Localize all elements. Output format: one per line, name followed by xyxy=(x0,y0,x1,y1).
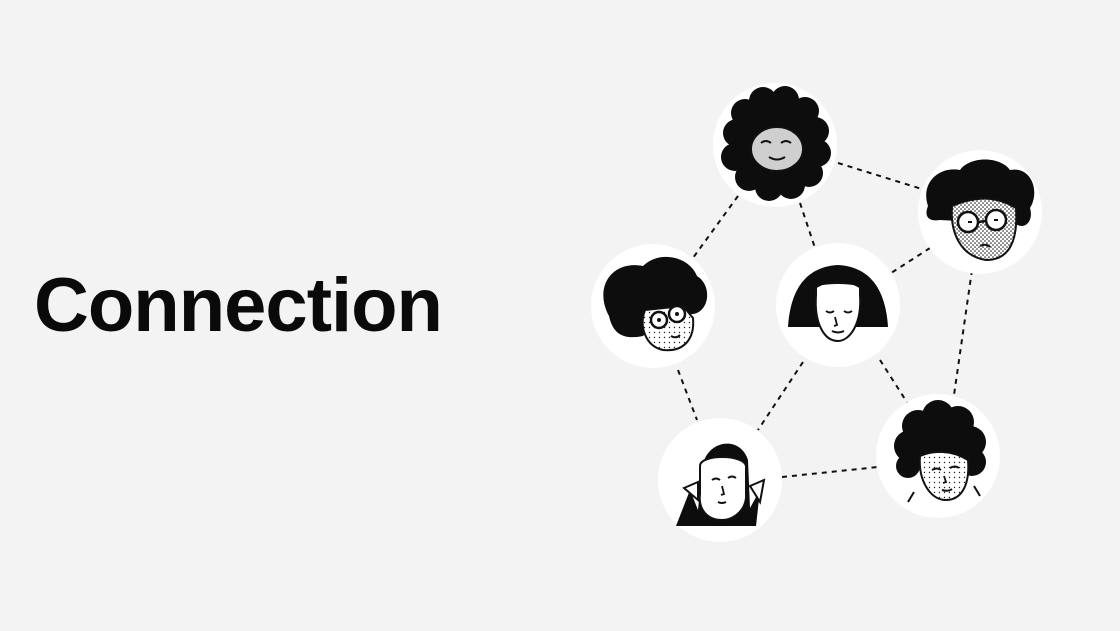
connector-line xyxy=(887,247,931,276)
avatar-glasses-messy-hair xyxy=(918,150,1042,274)
avatar-curly-hair xyxy=(713,83,837,207)
connector-line xyxy=(689,195,739,263)
connector-line xyxy=(799,202,816,249)
connector-line xyxy=(677,369,698,421)
connector-line xyxy=(781,466,879,478)
connector-line xyxy=(757,361,804,431)
avatar-big-hair-glasses xyxy=(591,244,715,368)
connector-line xyxy=(837,162,926,191)
avatar-fluffy-hair xyxy=(876,394,1000,518)
connector-lines xyxy=(677,162,973,478)
page-title: Connection xyxy=(34,263,443,348)
avatar-hooded xyxy=(658,418,782,542)
avatar-bob-haircut xyxy=(776,243,900,367)
connector-line xyxy=(879,359,911,408)
connector-line xyxy=(952,269,973,403)
